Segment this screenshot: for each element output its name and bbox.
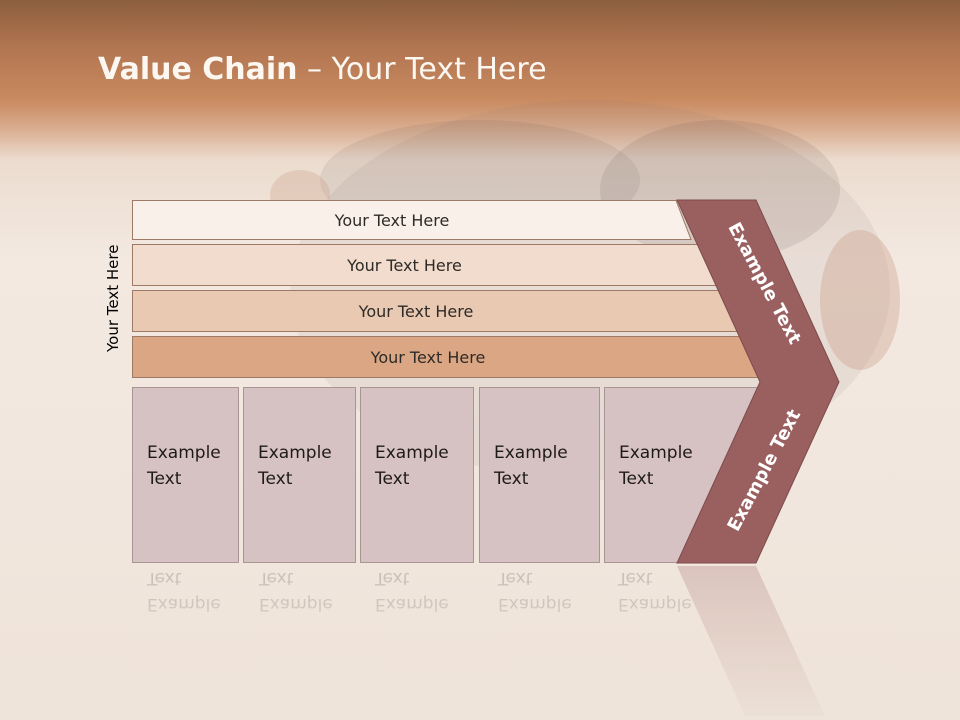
bar-3-label: Your Text Here [358,301,474,321]
bar-2-label: Your Text Here [347,255,462,275]
box-5-line2: Text [619,469,654,489]
bar-4: Your Text Here [132,336,764,378]
box-1-line1: Example [147,443,221,463]
bar-3: Your Text Here [132,290,740,332]
box-5-line1: Example [619,443,693,463]
box-3-line2: Text [375,469,410,489]
example-box-2: Example Text [243,387,356,563]
title-rest: – Your Text Here [297,52,547,87]
bar-2: Your Text Here [132,244,717,286]
reflection-fade [0,560,960,720]
slide-title: Value Chain – Your Text Here [98,52,547,87]
box-2-line1: Example [258,443,332,463]
example-box-1: Example Text [132,387,239,563]
bar-1-label: Your Text Here [334,210,450,230]
box-3-line1: Example [375,443,449,463]
box-4-line2: Text [494,469,529,489]
example-box-3: Example Text [360,387,474,563]
box-4-line1: Example [494,443,568,463]
bar-1-shape [132,200,692,240]
bar-1: Your Text Here [132,200,692,240]
side-label: Your Text Here [104,244,122,352]
title-bold: Value Chain [98,52,298,87]
box-2-line2: Text [258,469,293,489]
box-1-line2: Text [147,469,182,489]
example-box-4: Example Text [479,387,600,563]
bar-4-label: Your Text Here [370,347,486,367]
